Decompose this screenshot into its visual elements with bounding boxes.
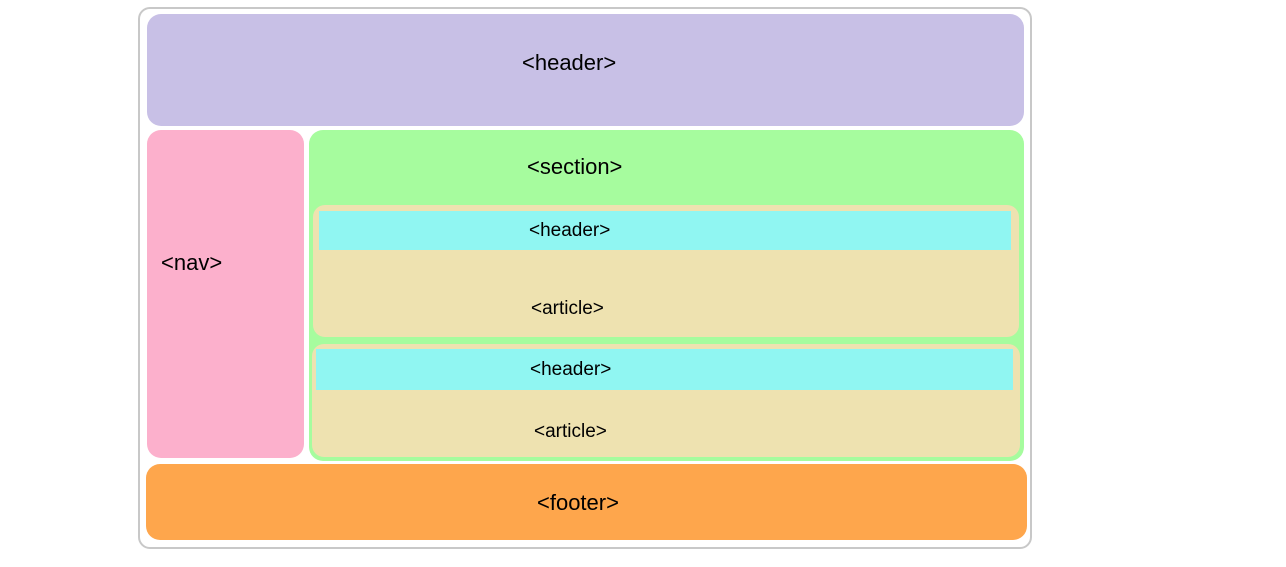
article-header-label: <header> xyxy=(530,359,612,380)
article-label: <article> xyxy=(531,298,604,319)
footer-block: <footer> xyxy=(146,464,1027,540)
nav-block: <nav> xyxy=(147,130,304,458)
article-header-block: <header> xyxy=(316,349,1013,390)
article-label: <article> xyxy=(534,421,607,442)
header-label: <header> xyxy=(522,50,617,75)
footer-label: <footer> xyxy=(537,490,619,515)
nav-label: <nav> xyxy=(161,250,223,275)
article-block: <header> <article> xyxy=(313,205,1019,337)
section-label: <section> xyxy=(527,154,623,179)
article-header-block: <header> xyxy=(319,211,1011,250)
article-header-label: <header> xyxy=(529,220,611,241)
article-block: <header> <article> xyxy=(312,344,1020,457)
header-block: <header> xyxy=(147,14,1024,126)
